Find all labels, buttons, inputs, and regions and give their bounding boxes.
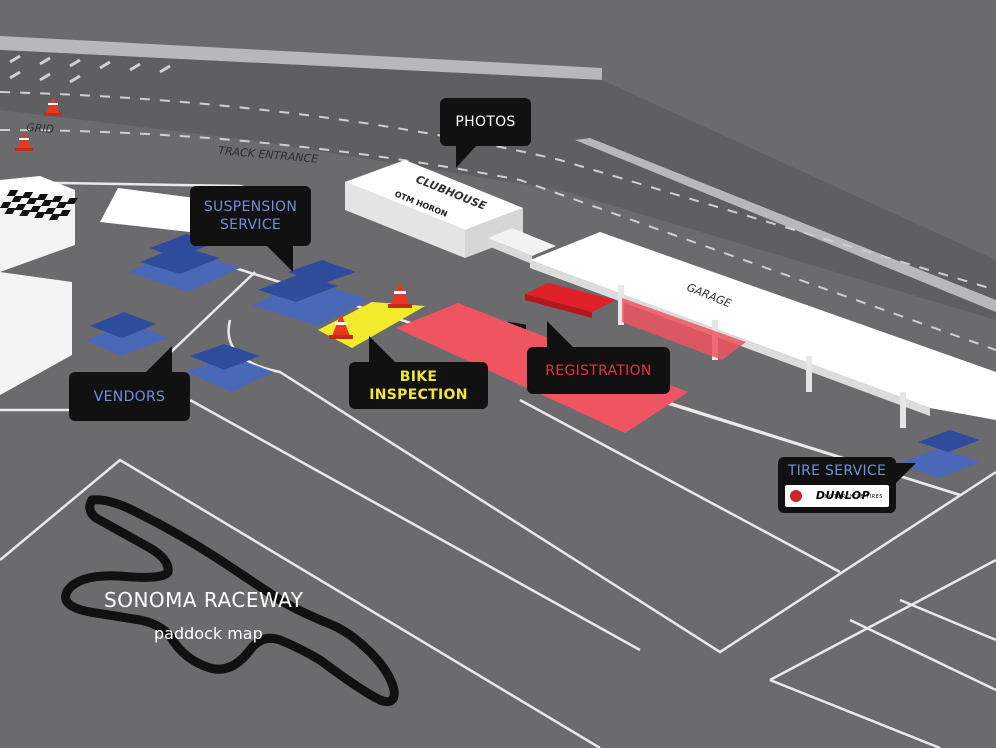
bike-inspection-callout: BIKE INSPECTION — [349, 336, 488, 409]
pit-wall — [575, 138, 996, 312]
registration-label: REGISTRATION — [545, 362, 652, 379]
cone-icon — [329, 313, 353, 339]
sponsor-name: DUNLOP — [815, 489, 871, 502]
vendors-callout: VENDORS — [69, 346, 190, 421]
cone-icon — [388, 282, 412, 308]
sponsor-tagline: MOTORCYCLE TIRES — [824, 494, 883, 500]
tire-service-callout: TIRE SERVICE DUNLOP MOTORCYCLE TIRES — [778, 457, 916, 513]
building-top-left — [0, 180, 75, 272]
photos-callout: PHOTOS — [440, 98, 531, 168]
registration-tents — [525, 283, 616, 318]
track-surface — [0, 50, 996, 320]
checkered-flag-icon — [0, 188, 210, 232]
track-outline-icon — [61, 495, 399, 707]
dunlop-logo: DUNLOP MOTORCYCLE TIRES — [785, 485, 889, 507]
vendors-label: VENDORS — [93, 388, 166, 405]
photos-label: PHOTOS — [455, 114, 516, 130]
map-subtitle: paddock map — [154, 624, 263, 643]
bike-inspection-label: BIKE INSPECTION — [369, 368, 468, 403]
clubhouse-building — [345, 160, 556, 339]
lane-markings — [0, 91, 996, 351]
suspension-label-line1: SUSPENSION — [203, 199, 298, 215]
grid-marks — [9, 54, 171, 84]
dunlop-emblem-icon — [790, 490, 802, 502]
registration-callout: REGISTRATION — [527, 321, 670, 394]
vendor-tents — [90, 234, 980, 452]
building-bottom-left — [0, 272, 72, 395]
grid-label: GRID — [26, 121, 55, 136]
upper-barrier — [0, 36, 602, 80]
cone-icon — [15, 132, 33, 151]
map-title: SONOMA RACEWAY — [104, 588, 304, 612]
suspension-label-line2: SERVICE — [219, 217, 282, 233]
cone-icon — [44, 97, 62, 116]
tire-service-label: TIRE SERVICE — [787, 463, 887, 479]
garage-building — [530, 232, 996, 428]
suspension-service-callout: SUSPENSION SERVICE — [190, 186, 311, 272]
